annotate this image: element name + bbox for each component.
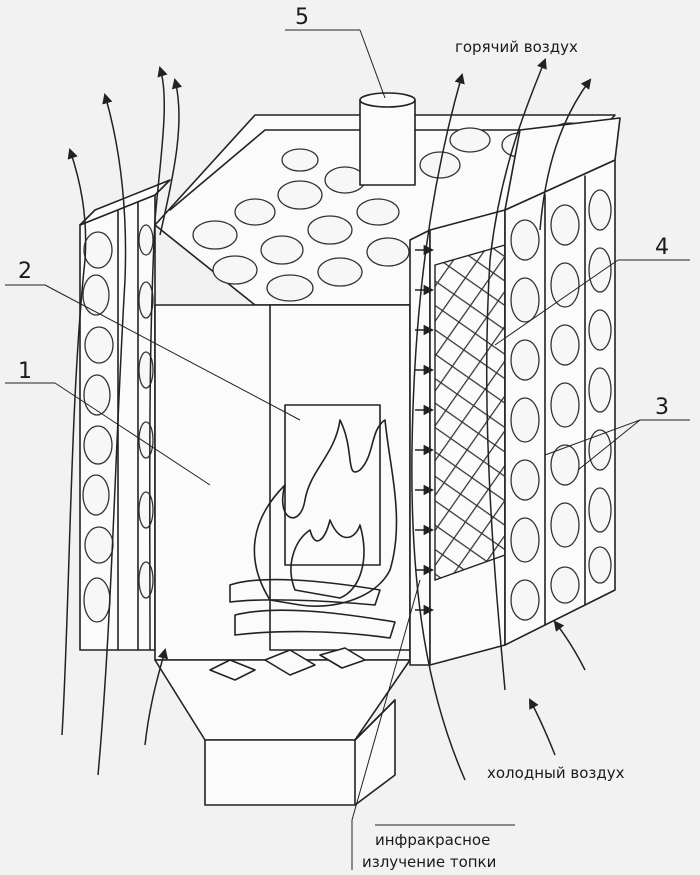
callout-2: 2 — [18, 259, 32, 284]
burning-logs — [229, 578, 396, 639]
callout-1: 1 — [18, 359, 32, 384]
right-heat-exchanger — [409, 209, 506, 666]
callout-5: 5 — [295, 5, 309, 30]
infrared-arrows — [415, 244, 435, 616]
grate-bars — [209, 647, 366, 681]
ash-pit-base — [154, 647, 411, 806]
callout-4: 4 — [655, 235, 669, 260]
chimney — [359, 92, 416, 186]
caption-infrared-line2: излучение топки — [362, 853, 496, 871]
steel-mesh — [434, 244, 506, 581]
callout-3: 3 — [655, 395, 669, 420]
left-cage-stones — [82, 224, 154, 623]
airflow-arrows — [61, 58, 592, 781]
firebox — [154, 304, 411, 661]
caption-hot-air: горячий воздух — [455, 38, 578, 56]
leader-lines — [5, 29, 690, 870]
caption-cold-air: холодный воздух — [487, 764, 625, 782]
right-stone-cage — [504, 117, 621, 646]
caption-infrared-line1: инфракрасное — [375, 831, 490, 849]
flame — [253, 419, 398, 608]
right-cage-stones — [510, 189, 612, 621]
